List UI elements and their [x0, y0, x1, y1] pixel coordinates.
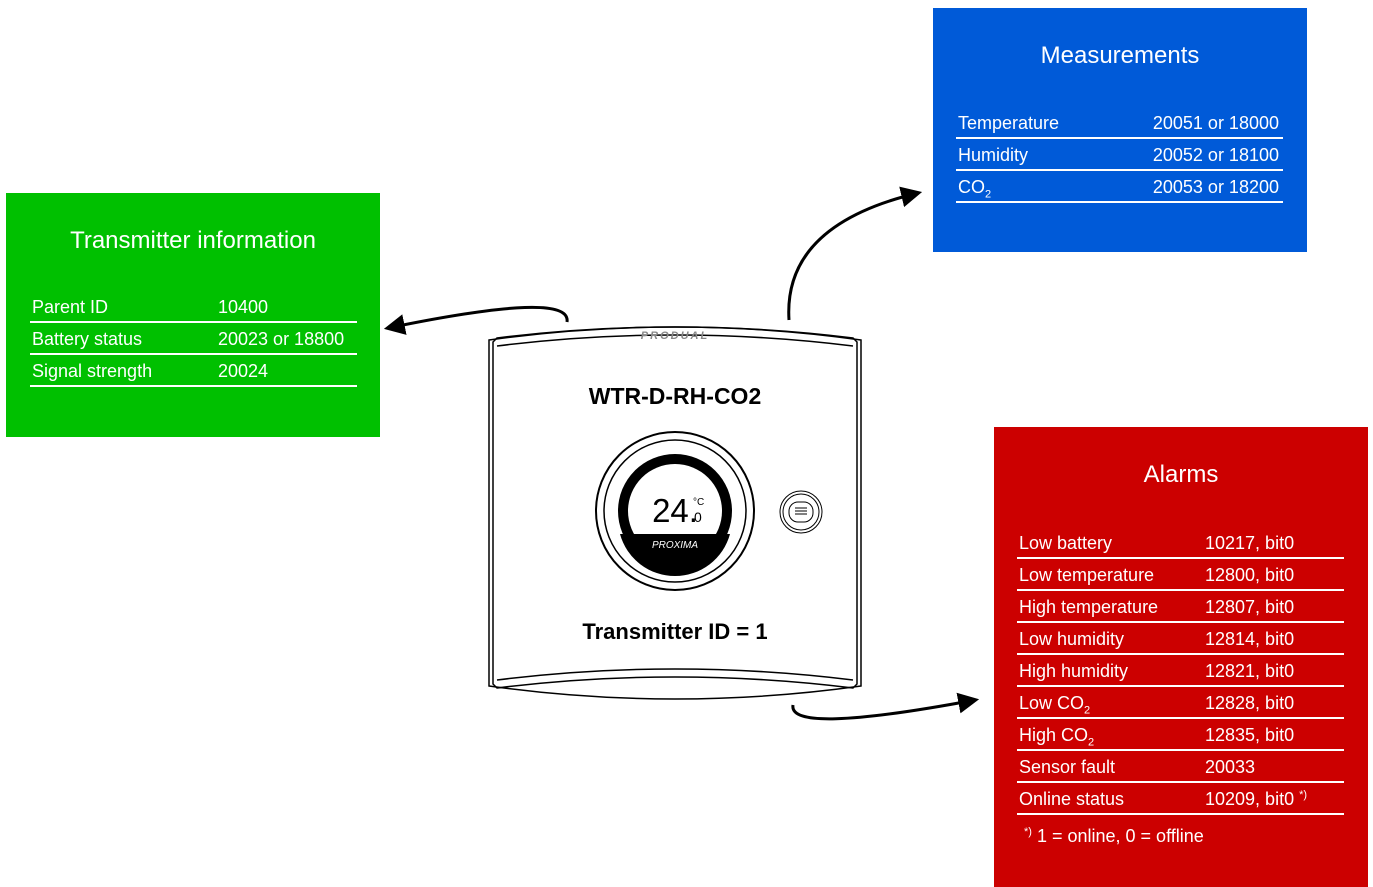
row-label: Low CO2 — [1019, 693, 1091, 717]
row-value-text: 10209, bit0 — [1205, 789, 1295, 809]
row-value: 12821, bit0 — [1205, 661, 1295, 681]
row-value: 12800, bit0 — [1205, 565, 1295, 585]
panel-title: Transmitter information — [70, 227, 316, 254]
row-label: Online status — [1019, 789, 1125, 809]
list-item: Low CO2 12828, bit0 — [1017, 687, 1344, 719]
row-value: 10217, bit0 — [1205, 533, 1295, 553]
transmitter-id-label: Transmitter ID = 1 — [582, 619, 768, 644]
arrow-to-measurements — [787, 186, 923, 321]
row-value: 20052 or 18100 — [1152, 145, 1279, 165]
footnote-text: 1 = online, 0 = offline — [1036, 826, 1204, 846]
row-label-text: CO — [958, 177, 985, 197]
row-label: CO2 — [958, 177, 992, 201]
row-label-text: High CO — [1019, 725, 1089, 745]
display-ring — [595, 431, 755, 591]
row-label-subscript: 2 — [1088, 736, 1095, 749]
measurements-panel: Measurements Temperature 20051 or 18000 … — [933, 8, 1307, 252]
row-value: 12835, bit0 — [1205, 725, 1295, 745]
device-body — [488, 326, 862, 700]
row-value: 20024 — [218, 361, 269, 381]
arrow-to-alarms — [791, 692, 980, 721]
list-item: Low humidity 12814, bit0 — [1017, 623, 1344, 655]
row-label: Signal strength — [32, 361, 153, 381]
measurements-rows: Temperature 20051 or 18000 Humidity 2005… — [956, 107, 1283, 203]
row-label: Sensor fault — [1019, 757, 1116, 777]
row-label: Low battery — [1019, 533, 1113, 553]
footnote-marker: *) — [1024, 826, 1032, 838]
transmitter-info-panel: Transmitter information Parent ID 10400 … — [6, 193, 380, 437]
list-item: Battery status 20023 or 18800 — [30, 323, 357, 355]
list-item: High temperature 12807, bit0 — [1017, 591, 1344, 623]
list-item: Low temperature 12800, bit0 — [1017, 559, 1344, 591]
menu-button-icon — [779, 490, 823, 534]
display-decimal: 0 — [694, 509, 702, 525]
list-item: Temperature 20051 or 18000 — [956, 107, 1283, 139]
alarms-rows: Low battery 10217, bit0 Low temperature … — [1017, 527, 1344, 815]
row-value: 10209, bit0 *) — [1205, 789, 1307, 810]
transmitter-info-rows: Parent ID 10400 Battery status 20023 or … — [30, 291, 357, 387]
panel-title: Alarms — [1143, 461, 1219, 488]
device-model: WTR-D-RH-CO2 — [588, 383, 762, 409]
arrow-to-transmitter-info — [383, 305, 569, 335]
row-label: Temperature — [958, 113, 1060, 133]
row-label-subscript: 2 — [1084, 704, 1091, 717]
row-value: 10400 — [218, 297, 269, 317]
row-label: Humidity — [958, 145, 1029, 165]
row-label-text: Low CO — [1019, 693, 1085, 713]
list-item: CO2 20053 or 18200 — [956, 171, 1283, 203]
list-item: High humidity 12821, bit0 — [1017, 655, 1344, 687]
footnote-marker: *) — [1299, 789, 1308, 801]
list-item: Low battery 10217, bit0 — [1017, 527, 1344, 559]
row-label: Battery status — [32, 329, 143, 349]
row-label-subscript: 2 — [985, 188, 992, 201]
row-label: High humidity — [1019, 661, 1129, 681]
row-value: 20033 — [1205, 757, 1256, 777]
row-value: 20051 or 18000 — [1152, 113, 1279, 133]
list-item: Sensor fault 20033 — [1017, 751, 1344, 783]
row-label: High CO2 — [1019, 725, 1095, 749]
list-item: Humidity 20052 or 18100 — [956, 139, 1283, 171]
list-item: Online status 10209, bit0 *) — [1017, 783, 1344, 815]
row-label: High temperature — [1019, 597, 1159, 617]
device-brand-logo: PRODUAL — [640, 330, 710, 342]
row-label: Low humidity — [1019, 629, 1125, 649]
display-value: 24. — [652, 492, 698, 529]
row-value: 12807, bit0 — [1205, 597, 1295, 617]
footnote: *) 1 = online, 0 = offline — [1024, 826, 1204, 847]
row-label: Low temperature — [1019, 565, 1155, 585]
display-brand: PROXIMA — [651, 540, 699, 551]
list-item: Signal strength 20024 — [30, 355, 357, 387]
list-item: High CO2 12835, bit0 — [1017, 719, 1344, 751]
alarms-panel: Alarms Low battery 10217, bit0 Low tempe… — [994, 427, 1368, 887]
panel-title: Measurements — [1040, 42, 1200, 69]
row-value: 20023 or 18800 — [218, 329, 345, 349]
display-unit: °C — [693, 497, 705, 508]
row-value: 20053 or 18200 — [1152, 177, 1279, 197]
row-value: 12828, bit0 — [1205, 693, 1295, 713]
list-item: Parent ID 10400 — [30, 291, 357, 323]
row-label: Parent ID — [32, 297, 109, 317]
row-value: 12814, bit0 — [1205, 629, 1295, 649]
